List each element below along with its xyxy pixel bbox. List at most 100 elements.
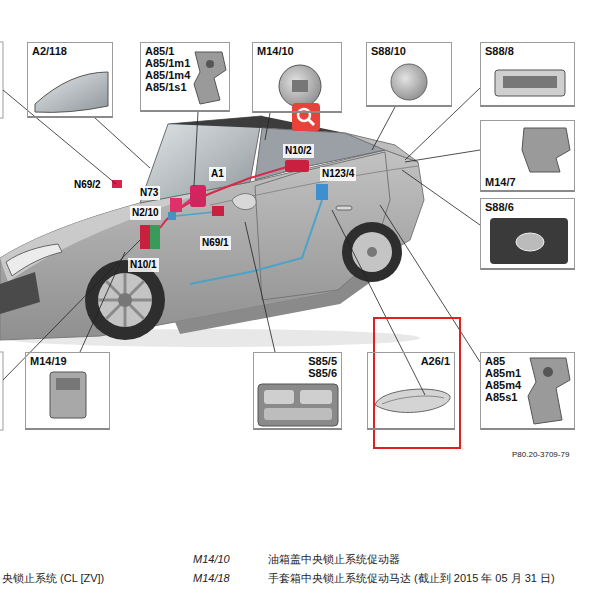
callout-label: N2/10 — [130, 206, 161, 220]
actuator-detail — [292, 80, 308, 92]
hub — [367, 247, 377, 257]
component-code: S88/6 — [485, 201, 514, 213]
component-code: A2/118 — [32, 45, 67, 57]
callout-label: N73 — [138, 186, 160, 200]
leader-line — [80, 252, 125, 352]
headlight — [6, 244, 62, 276]
rear-tyre — [342, 222, 402, 282]
callout-label: N10/1 — [128, 258, 159, 272]
rear-rim — [352, 232, 392, 272]
leader-line — [372, 107, 395, 150]
component-box: S85/5 S85/6 — [253, 352, 342, 430]
windshield-thumb — [35, 72, 108, 112]
component-code: M14/19 — [30, 355, 67, 367]
component-code: S88/8 — [485, 45, 514, 57]
leader-line — [3, 90, 116, 184]
leader-line — [95, 118, 150, 168]
side-window — [255, 128, 385, 180]
latch-detail — [206, 60, 214, 68]
figure-number: P80.20-3709-79 — [512, 449, 569, 460]
component-code: A26/1 — [421, 355, 450, 367]
leader-line — [402, 170, 480, 225]
component-box: M14/7 — [480, 120, 575, 192]
leader-line — [405, 150, 480, 162]
zoom-handle — [309, 120, 315, 126]
leader-line — [265, 113, 270, 140]
actuator-thumb — [279, 65, 321, 107]
seat-switch-button — [300, 390, 332, 404]
component — [168, 212, 176, 220]
seat-switch-thumb — [258, 384, 338, 426]
callout-label: N69/2 — [72, 178, 103, 192]
component-code: S88/10 — [371, 45, 406, 57]
component-box: A85 A85m1 A85m4 A85s1 — [480, 352, 575, 430]
component-box: A2/118 — [27, 42, 113, 118]
wiring-red — [160, 166, 290, 228]
component-box: M14/19 — [25, 352, 110, 430]
door-handle — [336, 206, 352, 210]
latch-thumb — [194, 52, 226, 104]
leader-line — [380, 205, 480, 362]
leader-line — [245, 222, 275, 352]
car-body — [0, 150, 424, 340]
hub — [118, 293, 132, 307]
component-box: M14/10 — [252, 42, 342, 113]
component-code: M14/18 — [193, 571, 230, 586]
switch-panel-thumb — [490, 218, 568, 264]
component-code: M14/10 — [257, 45, 294, 57]
callout-label: A1 — [209, 167, 226, 181]
component-description: 手套箱中央锁止系统促动马达 (截止到 2015 年 05 月 31 日) — [268, 571, 573, 586]
front-rim — [98, 273, 152, 327]
component-box: A26/1 — [367, 352, 455, 430]
component — [212, 206, 224, 216]
zoom-lens — [298, 109, 310, 121]
component-box: S88/8 — [480, 42, 575, 107]
door-handle-thumb — [375, 389, 450, 412]
callout-label: N123/4 — [320, 167, 356, 181]
seat-switch-button — [264, 390, 294, 404]
rim-spokes — [98, 273, 152, 327]
leader-line — [3, 240, 140, 380]
cut-frame — [0, 352, 3, 430]
component-description: 央锁止系统 (CL [ZV]) — [2, 571, 104, 586]
latch-thumb — [528, 358, 570, 424]
component — [170, 198, 182, 212]
switch-thumb — [495, 70, 565, 96]
component-code: A85 A85m1 A85m4 A85s1 — [485, 355, 521, 403]
mirror — [232, 194, 256, 210]
component — [140, 225, 150, 249]
component-box: S88/10 — [366, 42, 452, 107]
component-code: M14/10 — [193, 552, 230, 567]
switch-thumb — [391, 64, 427, 100]
component-code: M14/7 — [485, 176, 516, 188]
component-box: A85/1 A85/1m1 A85/1m4 A85/1s1 — [140, 42, 230, 112]
front-tyre — [85, 260, 165, 340]
zoom-icon — [292, 103, 320, 131]
component-box: S88/6 — [480, 198, 575, 270]
component-description: 油箱盖中央锁止系统促动器 — [268, 552, 400, 567]
component — [285, 160, 309, 172]
switch-detail — [503, 76, 557, 88]
wiring-blue — [176, 212, 214, 216]
latch-detail — [543, 367, 553, 377]
component — [190, 185, 206, 207]
leader-line — [405, 88, 480, 160]
component-code: A85/1 A85/1m1 A85/1m4 A85/1s1 — [145, 45, 190, 93]
grille — [0, 272, 40, 314]
component — [316, 184, 328, 200]
leader-line — [332, 210, 425, 395]
switch-button — [516, 233, 544, 251]
callout-label: N69/1 — [200, 236, 231, 250]
handle-detail — [382, 396, 444, 404]
actuator-thumb — [50, 372, 86, 418]
callout-label: N10/2 — [283, 144, 314, 158]
component — [150, 225, 160, 249]
component-code: S85/5 S85/6 — [308, 355, 337, 379]
actuator-detail — [56, 378, 80, 390]
seat-switch-button — [264, 408, 332, 420]
leader-line — [194, 112, 198, 186]
cut-frame — [0, 42, 3, 118]
